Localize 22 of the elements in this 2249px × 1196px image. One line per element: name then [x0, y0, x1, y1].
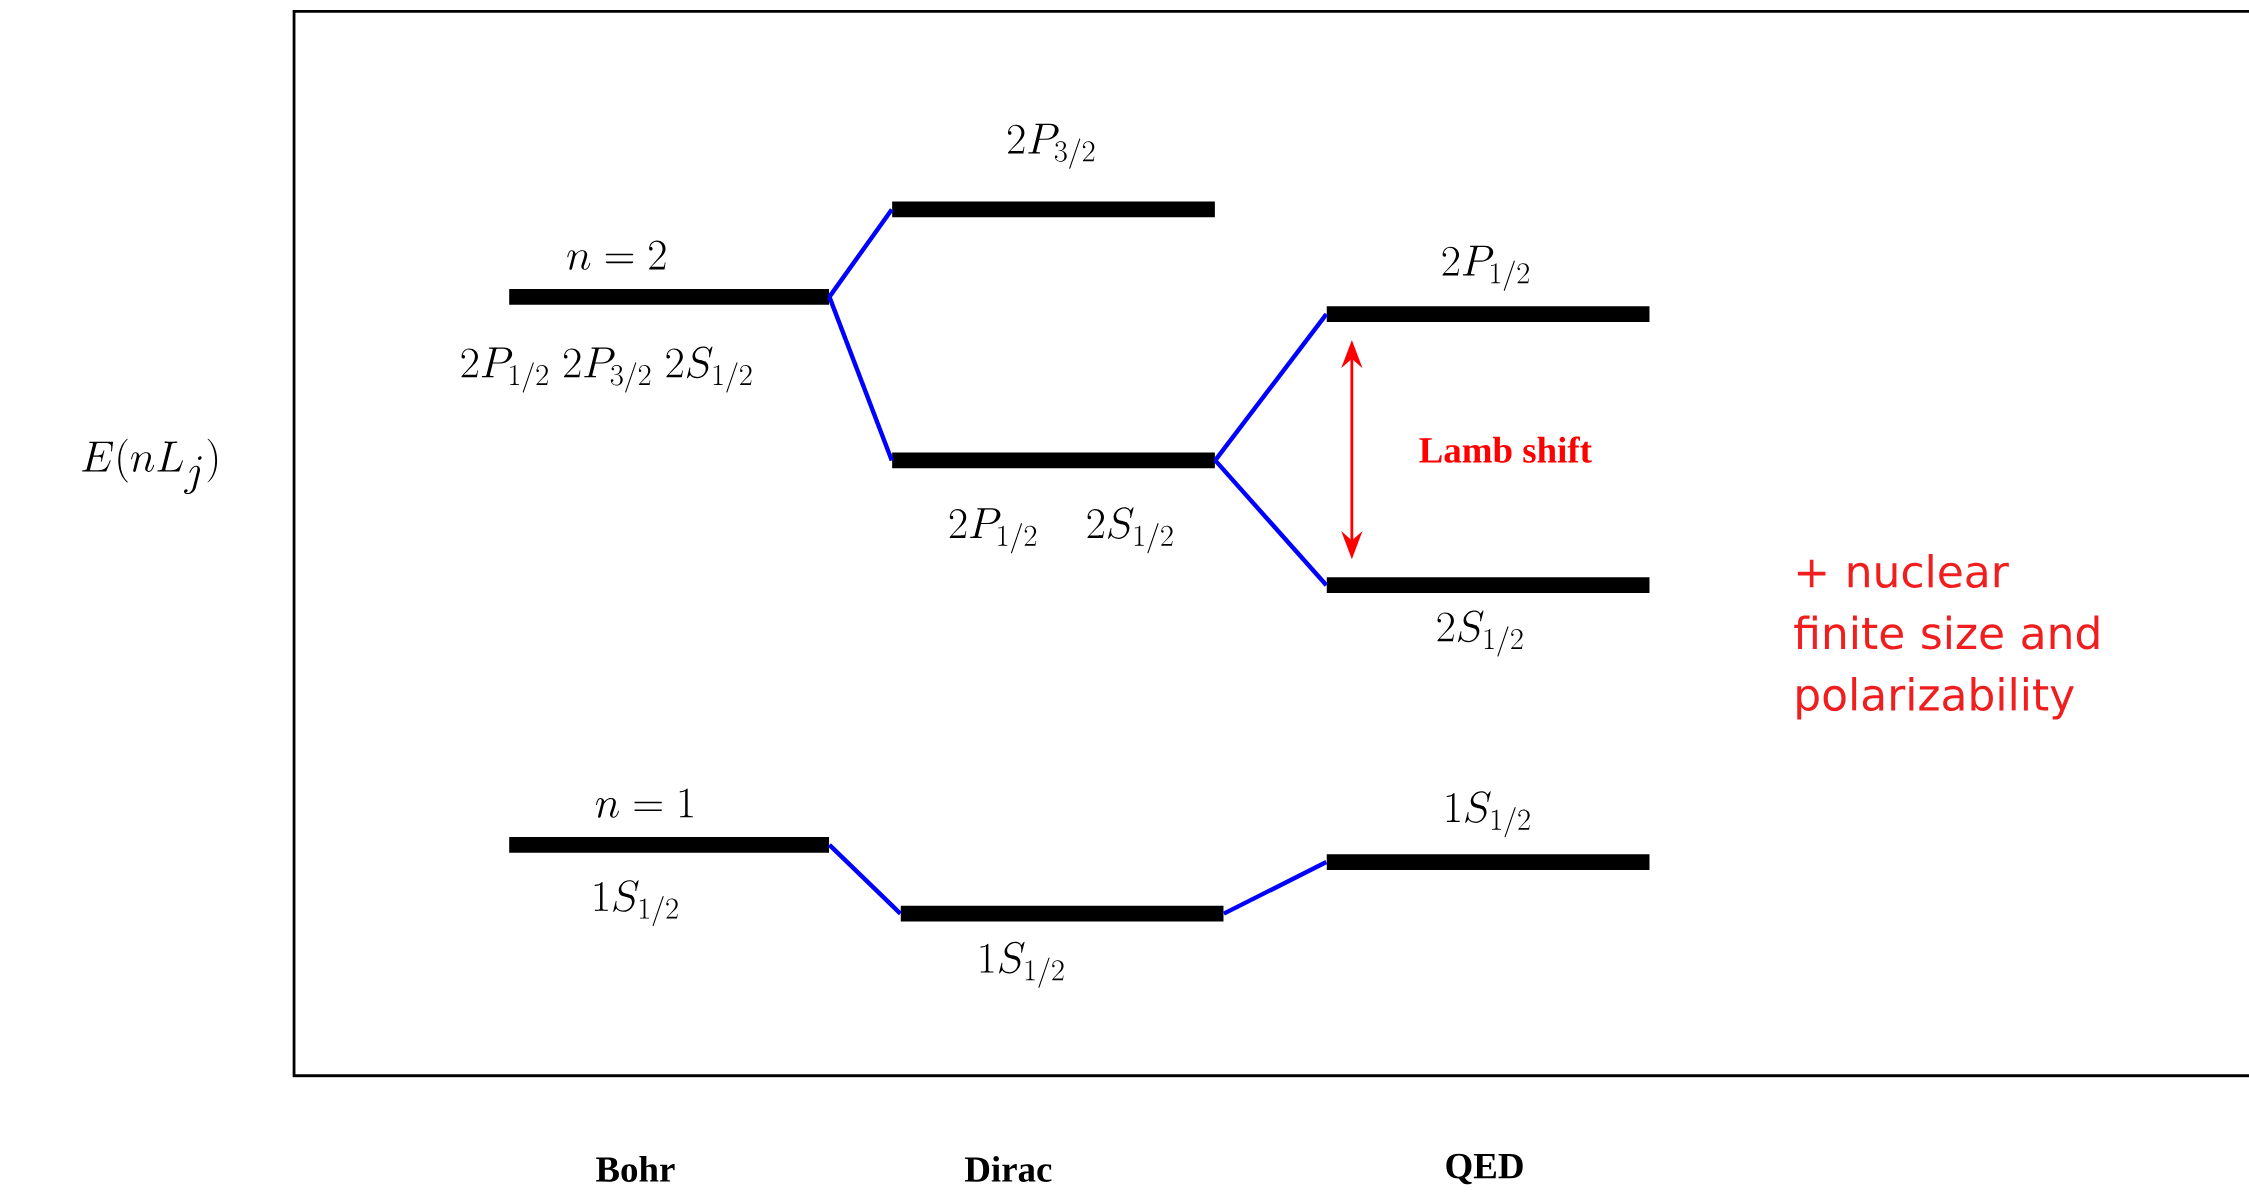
connector-line	[1213, 312, 1329, 462]
level-label: $2P_{3/2}$	[1008, 123, 1095, 169]
level-label: $1S_{1/2}$	[980, 941, 1064, 988]
connector-line	[1213, 458, 1329, 587]
level-label: $2P_{1/2}$	[1442, 245, 1529, 291]
connector-line	[827, 296, 894, 462]
level-label: $2P_{1/2}\quad 2S_{1/2}$	[949, 507, 1173, 554]
connector-line	[827, 843, 902, 916]
level-label: $2P_{1/2}\;2P_{3/2}\;2S_{1/2}$	[461, 346, 752, 393]
connector-line	[827, 208, 894, 299]
column-label: QED	[1446, 1153, 1523, 1185]
note: + nuclear finite size and polarizability	[1794, 553, 2099, 720]
level-label: $1S_{1/2}$	[594, 880, 678, 927]
level-label: $2S_{1/2}$	[1437, 610, 1523, 657]
column-label: Bohr	[596, 1155, 675, 1182]
connector-line	[1222, 859, 1328, 916]
level-label: $n = 1$	[595, 788, 693, 818]
level-label: $1S_{1/2}$	[1446, 791, 1530, 838]
axis-label: $E(nL_j)$	[82, 438, 218, 494]
level-label: $n = 2$	[567, 240, 666, 270]
column-label: Dirac	[964, 1155, 1052, 1182]
edge-label: Lamb shift	[1419, 436, 1592, 463]
